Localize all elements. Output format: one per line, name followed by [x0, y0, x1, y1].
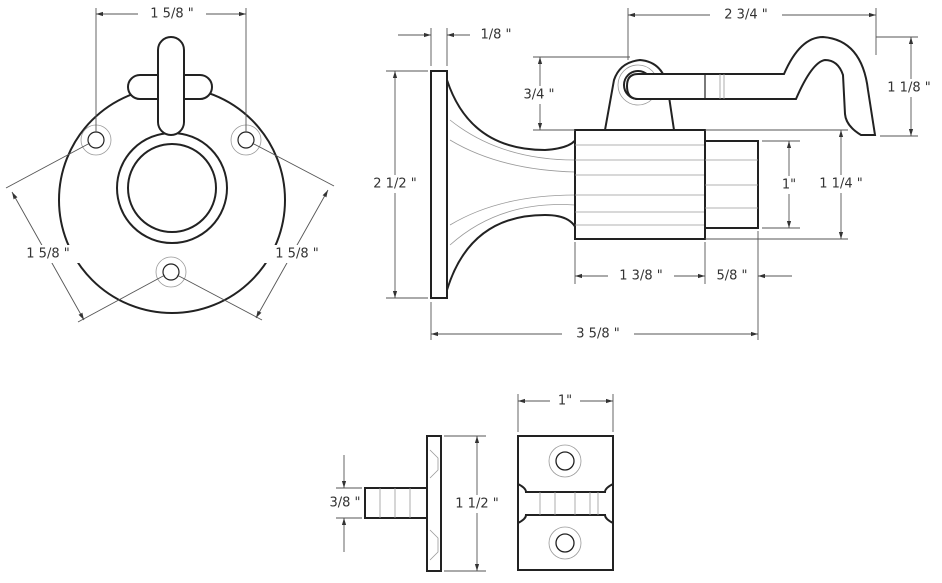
dim-tip-diameter: 1"	[782, 178, 796, 193]
keeper-side-view: 3/8 " 1 1/2 "	[329, 435, 508, 572]
keeper-hole	[548, 526, 582, 560]
dim-pivot-height: 3/4 "	[523, 88, 554, 103]
dim-right-spacing: 1 5/8 "	[275, 247, 318, 262]
dim-keeper-height: 1 1/2 "	[455, 497, 498, 512]
keeper-front-view: 1"	[517, 392, 614, 571]
dim-pin-diameter: 3/8 "	[329, 496, 360, 511]
dim-hook-length: 2 3/4 "	[724, 8, 767, 23]
dim-tip-length: 5/8 "	[716, 269, 747, 284]
side-view: 1/8 " 2 1/2 " 2 3/4 " 1 1/8 " 3/4 " 1" 1…	[362, 6, 940, 343]
dim-body-length: 1 3/8 "	[619, 269, 662, 284]
flared-neck	[446, 79, 579, 291]
hook-arm	[625, 35, 877, 136]
keeper-hole	[548, 444, 582, 478]
dim-top-spacing: 1 5/8 "	[150, 7, 193, 22]
dim-plate-height: 2 1/2 "	[373, 177, 416, 192]
dim-hook-height: 1 1/8 "	[887, 81, 930, 96]
wall-plate	[430, 70, 448, 299]
hook-handle	[157, 36, 185, 136]
mounting-hole	[155, 256, 187, 288]
keeper-pin	[364, 487, 430, 519]
front-view: 1 5/8 " 1 5/8 " 1 5/8 "	[5, 5, 335, 323]
keeper-plate	[426, 435, 442, 572]
dim-left-spacing: 1 5/8 "	[26, 247, 69, 262]
dim-keeper-width: 1"	[558, 394, 572, 409]
stopper-body	[574, 129, 706, 240]
ring-inner	[127, 143, 217, 233]
dim-overall-length: 3 5/8 "	[576, 327, 619, 342]
keeper-slot	[517, 482, 614, 525]
dim-plate-thickness: 1/8 "	[480, 28, 511, 43]
dim-body-diameter: 1 1/4 "	[819, 177, 862, 192]
rubber-tip	[704, 140, 759, 229]
